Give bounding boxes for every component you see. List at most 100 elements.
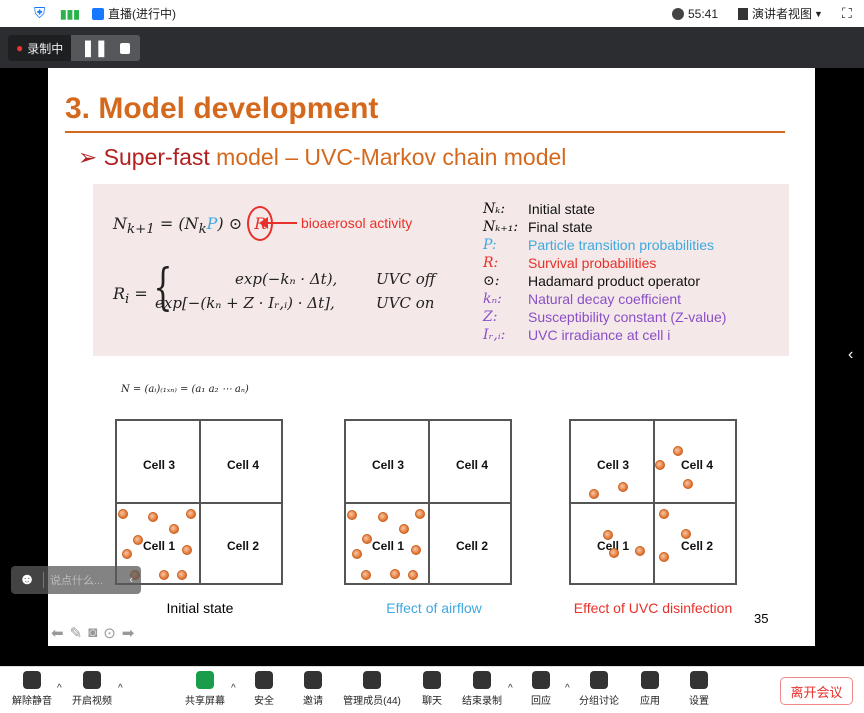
cell-label: Cell 1: [143, 539, 176, 553]
toolbar-icon: [83, 671, 101, 689]
particle: [347, 510, 357, 520]
toolbar-label: 分组讨论: [579, 696, 619, 707]
cell-label: Cell 2: [456, 539, 489, 553]
caret-up-icon[interactable]: ^: [508, 683, 513, 694]
stop-recording-button[interactable]: [120, 42, 131, 54]
chevron-down-icon[interactable]: ▼: [814, 8, 823, 19]
ri-eq: =: [129, 284, 148, 303]
legend-row: Z:Susceptibility constant (Z-value): [483, 308, 726, 326]
cell-label: Cell 2: [681, 539, 714, 553]
emoji-icon[interactable]: ☻: [18, 571, 36, 588]
particle: [361, 570, 371, 580]
bioaerosol-annotation: bioaerosol activity: [301, 215, 413, 231]
legend-text: UVC irradiance at cell i: [528, 327, 671, 343]
particle: [589, 489, 599, 499]
legend-symbol: ⊙:: [483, 273, 500, 289]
presentation-slide: 3. Model development ➢ Super-fast model …: [48, 68, 815, 646]
arrow-left-icon: [265, 222, 297, 224]
toolbar-label: 结束录制: [462, 696, 502, 707]
caret-up-icon[interactable]: ^: [57, 683, 62, 694]
toolbar-button[interactable]: 邀请: [283, 671, 343, 707]
toolbar-button[interactable]: 开启视频: [62, 671, 122, 707]
title-underline: [65, 131, 785, 133]
previous-slide-icon[interactable]: ⬅: [51, 625, 64, 642]
eq-p: P: [206, 214, 218, 233]
live-status[interactable]: 直播(进行中): [108, 7, 176, 21]
recording-bar: ●录制中 ❚❚: [0, 27, 864, 68]
caret-up-icon[interactable]: ^: [231, 683, 236, 694]
legend-symbol: R:: [483, 255, 499, 271]
particle: [659, 509, 669, 519]
toolbar-button[interactable]: 安全: [234, 671, 294, 707]
toolbar-icon: [473, 671, 491, 689]
slide-subtitle: ➢ Super-fast model – UVC-Markov chain mo…: [78, 144, 566, 171]
meeting-top-bar: ⛨ ▮▮▮ 直播(进行中) 55:41 演讲者视图 ▼ ⛶: [0, 0, 864, 27]
ri-symbol: R: [113, 284, 126, 303]
particle: [681, 529, 691, 539]
toolbar-label: 回应: [531, 696, 551, 707]
next-slide-icon[interactable]: ➡: [121, 625, 135, 642]
toolbar-icon: [423, 671, 441, 689]
legend-symbol: Nₖ:: [483, 201, 506, 217]
particle: [177, 570, 187, 580]
slide-title: 3. Model development: [65, 92, 379, 125]
fullscreen-icon[interactable]: ⛶: [842, 5, 852, 21]
toolbar-icon: [690, 671, 708, 689]
toolbar-button[interactable]: 解除静音: [2, 671, 62, 707]
legend-text: Final state: [528, 219, 593, 235]
pen-icon[interactable]: ✎: [69, 625, 83, 642]
subtitle-highlight: Super-fast: [103, 144, 210, 170]
chat-placeholder[interactable]: 说点什么...: [43, 572, 129, 588]
signal-icon[interactable]: ▮▮▮: [60, 6, 80, 21]
meeting-toolbar: 离开会议 解除静音开启视频共享屏幕 安全邀请管理成员(44)聊天结束录制 回应 分组讨…: [0, 666, 864, 713]
legend-text: Hadamard product operator: [528, 273, 700, 289]
side-panel-toggle[interactable]: ‹: [848, 346, 854, 363]
particle: [609, 548, 619, 558]
toolbar-button[interactable]: 回应: [511, 671, 571, 707]
bullet-arrow-icon: ➢: [78, 144, 98, 170]
leave-meeting-button[interactable]: 离开会议: [780, 677, 853, 705]
cell-label: Cell 3: [372, 458, 405, 472]
shield-icon[interactable]: ⛨: [34, 5, 46, 22]
toolbar-button[interactable]: 分组讨论: [569, 671, 629, 707]
toolbar-icon: [641, 671, 659, 689]
legend-row: Nₖ₊₁:Final state: [483, 218, 726, 236]
pause-recording-button[interactable]: ❚❚: [81, 40, 109, 57]
particle: [133, 535, 143, 545]
slides-overview-icon[interactable]: ◙: [88, 624, 98, 641]
particle: [673, 446, 683, 456]
toolbar-label: 安全: [254, 696, 274, 707]
view-selector[interactable]: 演讲者视图: [752, 7, 813, 21]
caption-initial-state: Initial state: [166, 600, 234, 616]
slide-nav-controls: ⬅ ✎ ◙ ⊙ ➡: [51, 624, 134, 642]
toolbar-label: 共享屏幕: [185, 696, 225, 707]
toolbar-button[interactable]: 共享屏幕: [175, 671, 235, 707]
caret-up-icon[interactable]: ^: [565, 683, 570, 694]
chat-quick-input[interactable]: ☻ 说点什么... ‹: [11, 566, 141, 594]
eq-hadamard: ) ⊙: [217, 214, 248, 233]
legend-symbol: Iᵣ,ᵢ:: [483, 327, 506, 343]
particle: [635, 546, 645, 556]
toolbar-button[interactable]: 应用: [620, 671, 680, 707]
arrow-head: [259, 217, 268, 229]
toolbar-label: 解除静音: [12, 696, 52, 707]
toolbar-icon: [590, 671, 608, 689]
toolbar-icon: [532, 671, 550, 689]
more-icon[interactable]: ⊙: [103, 625, 116, 642]
toolbar-button[interactable]: 结束录制: [452, 671, 512, 707]
collapse-chat-icon[interactable]: ‹: [129, 574, 133, 586]
particle: [415, 509, 425, 519]
toolbar-button[interactable]: 管理成员(44): [342, 671, 402, 707]
particle: [122, 549, 132, 559]
case-uvc-on-label: UVC on: [376, 294, 435, 312]
cell-label: Cell 4: [227, 458, 260, 472]
cell-label: Cell 3: [597, 458, 630, 472]
toolbar-button[interactable]: 设置: [669, 671, 729, 707]
particle: [683, 479, 693, 489]
particle: [186, 509, 196, 519]
caret-up-icon[interactable]: ^: [118, 683, 123, 694]
grid-divider: [117, 502, 281, 504]
particle: [118, 509, 128, 519]
toolbar-button[interactable]: 聊天: [402, 671, 462, 707]
